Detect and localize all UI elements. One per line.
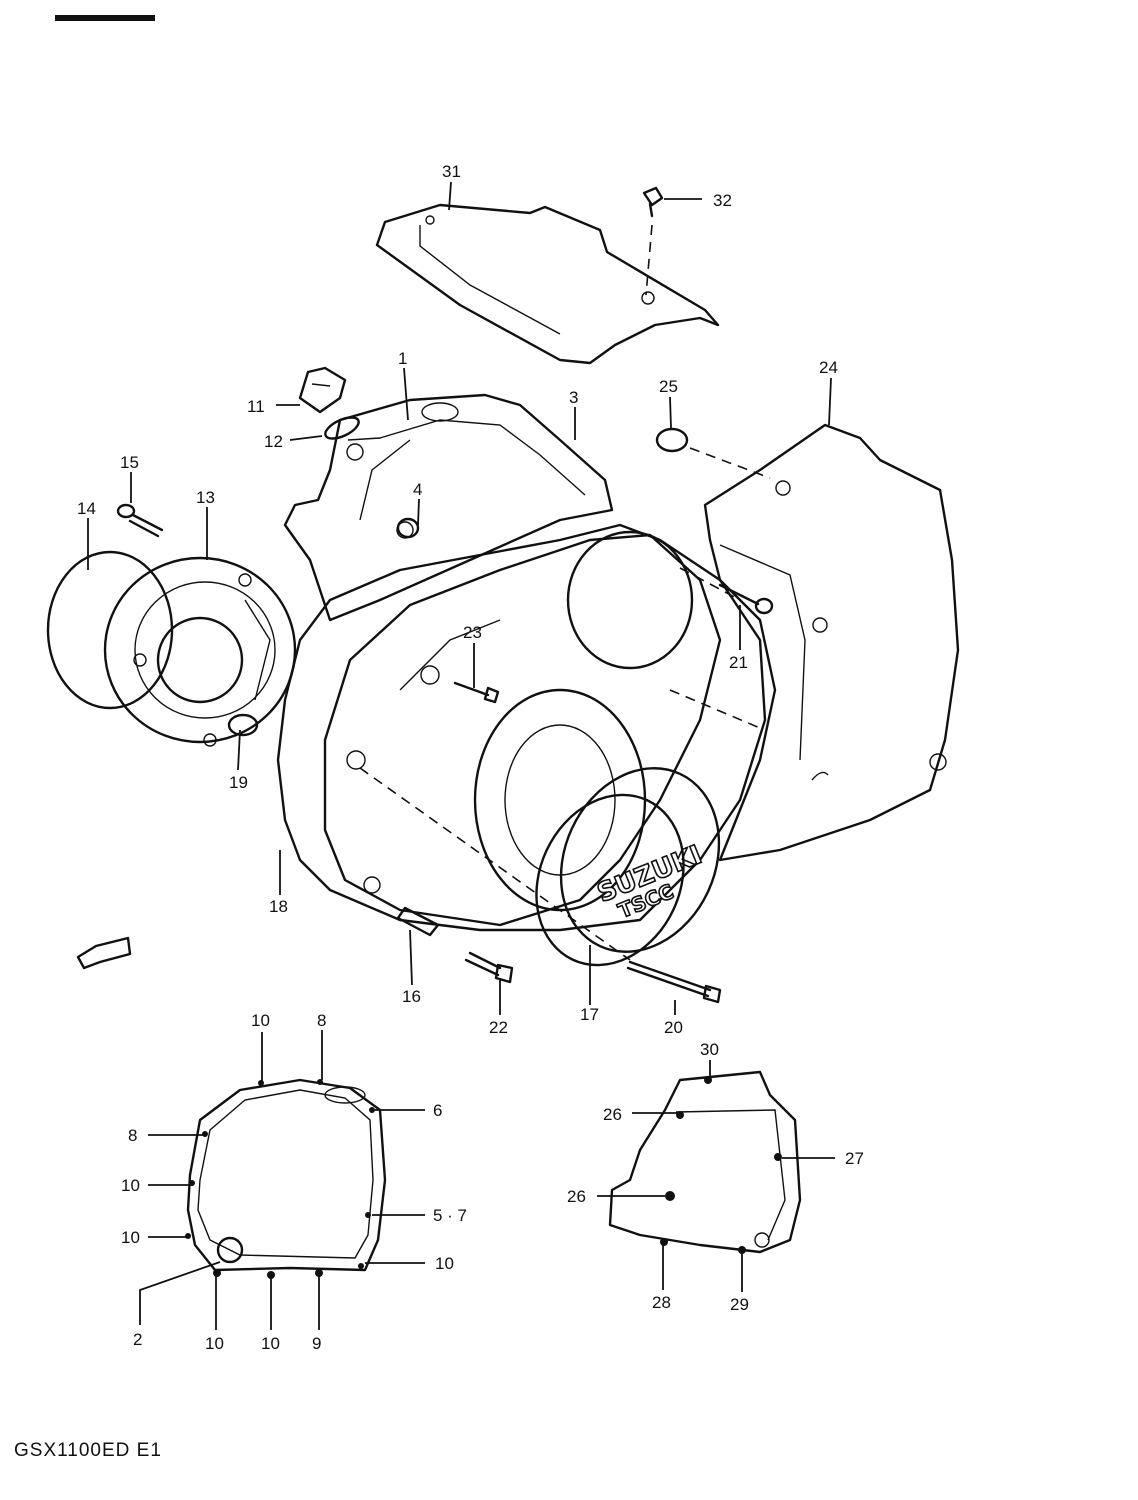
assembly-line-20	[359, 767, 631, 961]
callout-4: 4	[413, 480, 422, 499]
bolt-21	[718, 583, 774, 615]
forward-direction-arrow: FWD	[76, 936, 132, 970]
callout-panel-28: 28	[652, 1293, 671, 1312]
cover-plate-31	[375, 203, 720, 365]
callout-32: 32	[713, 191, 732, 210]
dowel-pin-16	[396, 906, 440, 937]
bolt-23	[453, 681, 500, 704]
callout-3: 3	[569, 388, 578, 407]
assembly-line-24	[669, 689, 761, 729]
callout-gasket-10-left-b: 10	[121, 1228, 140, 1247]
callout-24: 24	[819, 358, 838, 377]
callout-20: 20	[664, 1018, 683, 1037]
assembly-line-32	[645, 224, 653, 296]
gasket-14	[46, 550, 174, 710]
dowel-pin-4	[396, 517, 420, 539]
callout-19: 19	[229, 773, 248, 792]
clutch-cover-1	[283, 393, 614, 622]
bolt-15	[116, 503, 164, 538]
bolt-22	[464, 951, 514, 984]
callout-gasket-10-bottom-b: 10	[261, 1334, 280, 1353]
cover-13	[103, 556, 297, 747]
callout-31: 31	[442, 162, 461, 181]
bolt-20	[626, 960, 722, 1004]
callout-panel-30: 30	[700, 1040, 719, 1059]
callout-gasket-5-7: 5 · 7	[433, 1206, 467, 1225]
callout-panel-29: 29	[730, 1295, 749, 1314]
callout-16: 16	[402, 987, 421, 1006]
gasket-detail-24	[608, 1070, 802, 1254]
callout-15: 15	[120, 453, 139, 472]
assembly-line-25	[689, 447, 771, 479]
callout-12: 12	[264, 432, 283, 451]
callout-gasket-10-right: 10	[435, 1254, 454, 1273]
callout-22: 22	[489, 1018, 508, 1037]
callout-1: 1	[398, 349, 407, 368]
callout-11: 11	[247, 397, 265, 416]
callout-17: 17	[580, 1005, 599, 1024]
bolt-32	[642, 186, 702, 218]
callout-gasket-2: 2	[133, 1330, 142, 1349]
gasket-detail-2	[185, 1078, 387, 1279]
generator-cover-24	[703, 423, 960, 862]
callout-14: 14	[77, 499, 96, 518]
scan-artifact-mark	[55, 15, 155, 21]
callout-21: 21	[729, 653, 748, 672]
callout-25: 25	[659, 377, 678, 396]
o-ring-12	[324, 416, 360, 440]
model-code-label: GSX1100ED E1	[14, 1440, 162, 1461]
callout-gasket-8-top: 8	[317, 1011, 326, 1030]
callout-gasket-10-left-a: 10	[121, 1176, 140, 1195]
oil-filler-cap-11	[298, 366, 347, 414]
callout-gasket-9: 9	[312, 1334, 321, 1353]
callout-13: 13	[196, 488, 215, 507]
callout-gasket-8-left: 8	[128, 1126, 137, 1145]
callout-panel-27: 27	[845, 1149, 864, 1168]
suzuki-tscc-badge: SUZUKI TSCC	[559, 767, 721, 953]
callout-panel-26-top: 26	[603, 1105, 622, 1124]
dowel-pin-25	[655, 427, 689, 453]
leader-lines	[87, 181, 835, 1330]
o-ring-17	[535, 793, 685, 967]
callout-labels: 31 32 1 3 11 12 25 24 15 13 14 4 23 21 1…	[77, 162, 864, 1353]
callout-gasket-10-top: 10	[251, 1011, 270, 1030]
callout-gasket-10-bottom-a: 10	[205, 1334, 224, 1353]
callout-23: 23	[463, 623, 482, 642]
gasket-18	[276, 523, 767, 932]
dowel-pin-19	[227, 713, 259, 737]
callout-gasket-6: 6	[433, 1101, 442, 1120]
callout-18: 18	[269, 897, 288, 916]
callout-panel-26-mid: 26	[567, 1187, 586, 1206]
assembly-line-21	[679, 567, 741, 601]
